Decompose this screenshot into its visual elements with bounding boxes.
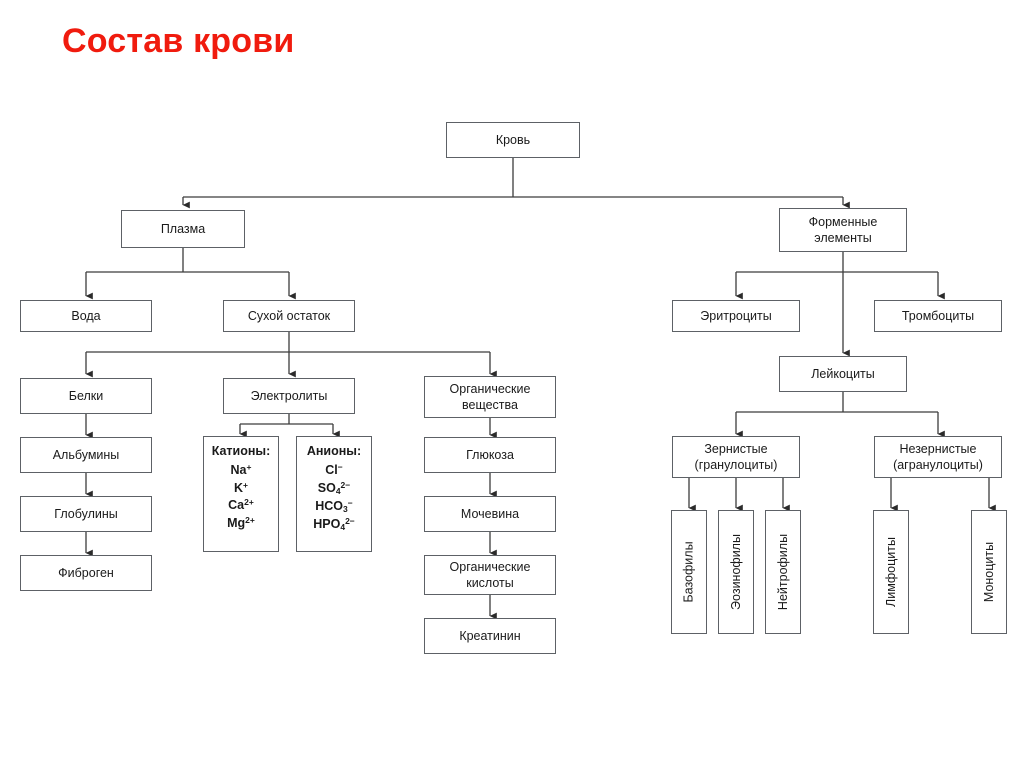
page-title: Состав крови <box>62 22 295 60</box>
anion-1-symbol: Cl <box>325 463 338 477</box>
node-agranular-label-line2: (агранулоциты) <box>893 458 983 472</box>
node-monocytes-label: Моноциты <box>982 541 996 603</box>
node-globulins-label: Глобулины <box>54 507 118 521</box>
node-plasma-label: Плазма <box>160 222 206 236</box>
node-thrombocytes[interactable]: Тромбоциты <box>874 300 1002 332</box>
node-urea[interactable]: Мочевина <box>424 496 556 532</box>
node-albumins[interactable]: Альбумины <box>20 437 152 473</box>
node-leukocytes-label: Лейкоциты <box>811 367 875 381</box>
node-cations[interactable]: Катионы: Na+ K+ Ca2+ Mg2+ <box>203 436 279 552</box>
node-basophils[interactable]: Базофилы <box>671 510 707 634</box>
node-leukocytes[interactable]: Лейкоциты <box>779 356 907 392</box>
anion-3-symbol: HCO <box>315 498 344 513</box>
node-electrolytes-label: Электролиты <box>250 389 328 403</box>
cation-item-2: K+ <box>208 480 274 496</box>
node-creatinine-label: Креатинин <box>459 629 521 643</box>
cations-heading: Катионы: <box>211 444 271 458</box>
node-blood-label: Кровь <box>495 133 531 147</box>
node-urea-label: Мочевина <box>460 507 520 521</box>
node-anions[interactable]: Анионы: Cl− SO42− HCO3− HPO42− <box>296 436 372 552</box>
anion-item-3: HCO3− <box>301 498 367 515</box>
anion-2-count: 4 <box>335 485 341 496</box>
node-lymphocytes-label: Лимфоциты <box>884 537 898 607</box>
anion-4-charge: 2− <box>345 516 355 527</box>
cation-item-3: Ca2+ <box>208 497 274 513</box>
node-granular-label-line1: Зернистые <box>704 442 768 456</box>
node-organic-acids-label-line1: Органические <box>449 560 531 574</box>
node-globulins[interactable]: Глобулины <box>20 496 152 532</box>
node-neutrophils-label: Нейтрофилы <box>776 533 791 611</box>
node-formed-elements[interactable]: Форменные элементы <box>779 208 907 252</box>
node-organic-substances-label-line2: вещества <box>462 398 518 412</box>
cation-3-symbol: Ca <box>228 498 245 512</box>
node-organic-substances-label-line1: Органические <box>449 382 531 396</box>
cation-4-symbol: Mg <box>227 515 246 530</box>
anion-4-symbol: HPO <box>313 517 341 532</box>
node-formed-elements-label-line2: элементы <box>814 231 872 245</box>
node-basophils-label: Базофилы <box>682 541 697 603</box>
node-proteins[interactable]: Белки <box>20 378 152 414</box>
anion-item-1: Cl− <box>301 462 367 478</box>
node-monocytes[interactable]: Моноциты <box>971 510 1007 634</box>
node-dry-residue[interactable]: Сухой остаток <box>223 300 355 332</box>
node-neutrophils[interactable]: Нейтрофилы <box>765 510 801 634</box>
node-water-label: Вода <box>71 309 101 323</box>
node-proteins-label: Белки <box>68 389 104 403</box>
node-eosinophils[interactable]: Эозинофилы <box>718 510 754 634</box>
anion-item-4: HPO42− <box>301 516 367 533</box>
anion-2-symbol: SO <box>317 480 336 495</box>
node-glucose-label: Глюкоза <box>466 448 514 462</box>
node-organic-substances[interactable]: Органические вещества <box>424 376 556 418</box>
cation-3-charge: 2+ <box>244 497 254 507</box>
anion-3-count: 3 <box>343 503 348 514</box>
anion-2-charge: 2− <box>340 479 351 490</box>
cation-item-1: Na+ <box>208 462 274 478</box>
node-creatinine[interactable]: Креатинин <box>424 618 556 654</box>
anions-heading: Анионы: <box>306 444 362 458</box>
node-erythrocytes[interactable]: Эритроциты <box>672 300 800 332</box>
node-organic-acids[interactable]: Органические кислоты <box>424 555 556 595</box>
node-albumins-label: Альбумины <box>52 448 120 462</box>
cation-1-symbol: Na <box>230 463 247 477</box>
cation-item-4: Mg2+ <box>208 515 274 531</box>
node-glucose[interactable]: Глюкоза <box>424 437 556 473</box>
node-agranular[interactable]: Незернистые (агранулоциты) <box>874 436 1002 478</box>
node-granular-label-line2: (гранулоциты) <box>694 458 778 472</box>
node-erythrocytes-label: Эритроциты <box>700 309 772 323</box>
node-lymphocytes[interactable]: Лимфоциты <box>873 510 909 634</box>
node-thrombocytes-label: Тромбоциты <box>901 309 975 323</box>
node-electrolytes[interactable]: Электролиты <box>223 378 355 414</box>
node-blood[interactable]: Кровь <box>446 122 580 158</box>
cation-2-charge: + <box>243 479 248 490</box>
node-granular[interactable]: Зернистые (гранулоциты) <box>672 436 800 478</box>
node-formed-elements-label-line1: Форменные <box>808 215 878 229</box>
node-agranular-label-line1: Незернистые <box>899 442 977 456</box>
anion-3-charge: − <box>347 497 353 508</box>
node-fibrogen-label: Фиброген <box>58 566 114 580</box>
cation-1-charge: + <box>246 462 252 472</box>
node-plasma[interactable]: Плазма <box>121 210 245 248</box>
node-water[interactable]: Вода <box>20 300 152 332</box>
node-fibrogen[interactable]: Фиброген <box>20 555 152 591</box>
anion-4-count: 4 <box>340 522 346 533</box>
cation-2-symbol: K <box>234 480 244 495</box>
node-organic-acids-label-line2: кислоты <box>466 576 514 590</box>
node-eosinophils-label: Эозинофилы <box>729 534 744 610</box>
anion-1-charge: − <box>337 462 343 472</box>
cation-4-charge: 2+ <box>245 514 255 525</box>
node-dry-residue-label: Сухой остаток <box>247 309 331 323</box>
anion-item-2: SO42− <box>301 480 367 497</box>
